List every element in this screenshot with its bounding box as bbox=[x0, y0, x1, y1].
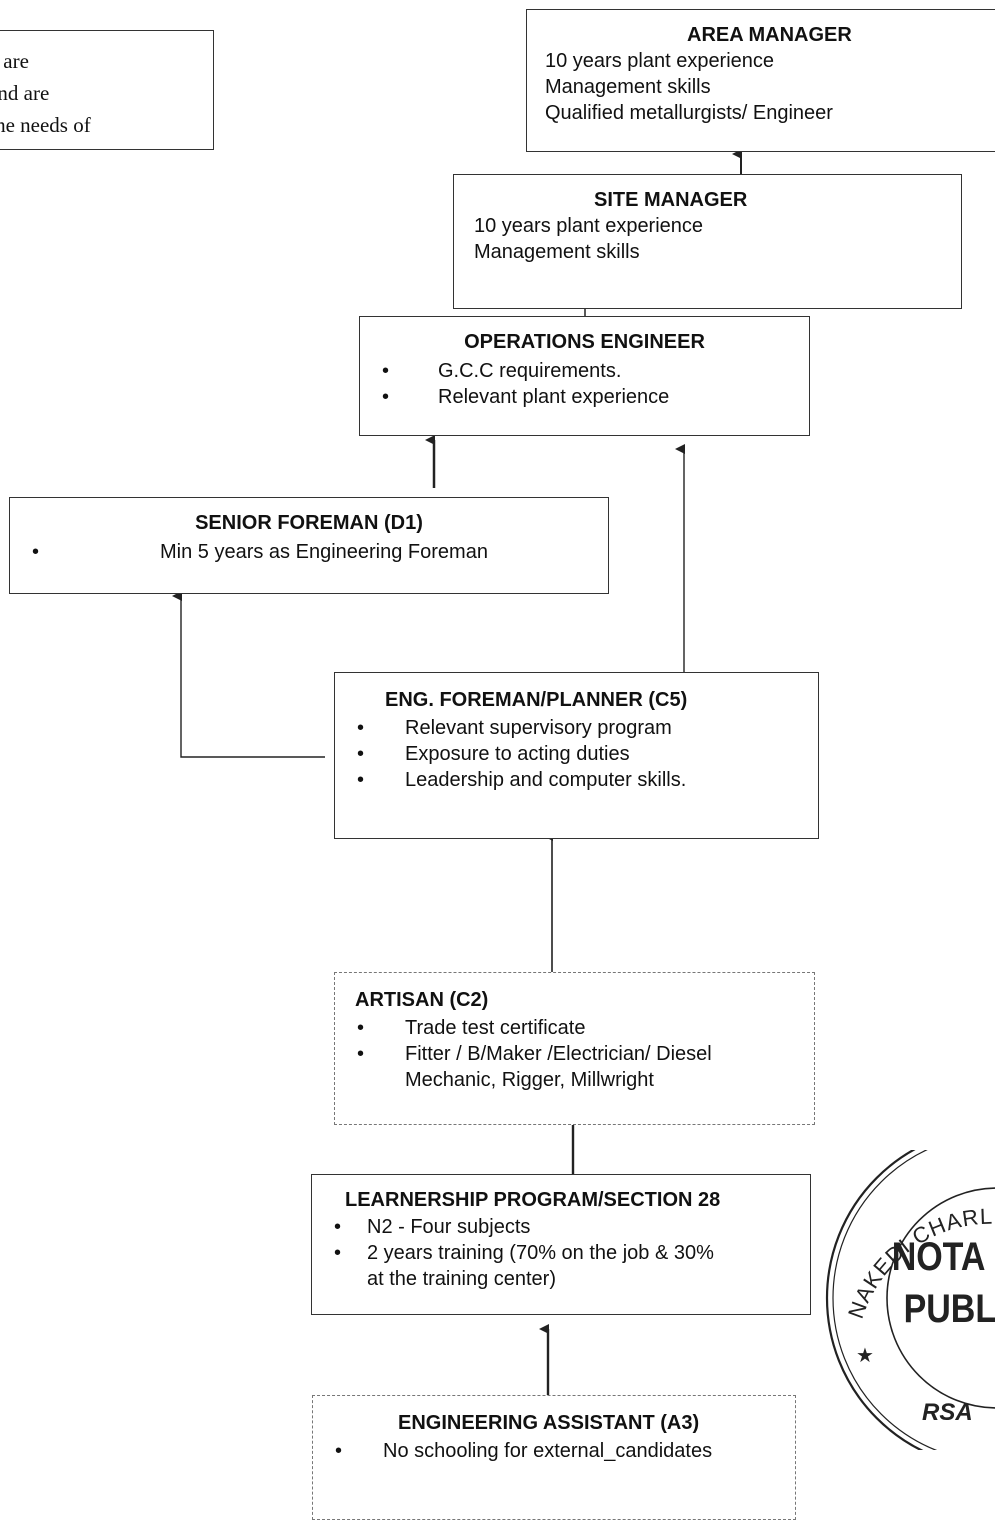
stamp-outer-ring-inner bbox=[832, 1150, 938, 1450]
learnership-bullet: 2 years training (70% on the job & 30% bbox=[312, 1240, 810, 1266]
engineering-assistant-title: ENGINEERING ASSISTANT (A3) bbox=[398, 1412, 700, 1434]
artisan-bullet: Fitter / B/Maker /Electrician/ Diesel bbox=[335, 1041, 814, 1067]
senior-foreman-bullet: Min 5 years as Engineering Foreman bbox=[10, 539, 608, 565]
stamp-center-line-2: PUBL bbox=[904, 1285, 995, 1330]
area-manager-box: AREA MANAGER 10 years plant experience M… bbox=[526, 9, 995, 152]
engineering-assistant-box: ENGINEERING ASSISTANT (A3) No schooling … bbox=[312, 1395, 796, 1520]
eng-foreman-planner-box: ENG. FOREMAN/PLANNER (C5) Relevant super… bbox=[334, 672, 819, 839]
stamp-center-line-1: NOTA bbox=[892, 1233, 986, 1278]
site-manager-box: SITE MANAGER 10 years plant experience M… bbox=[453, 174, 962, 309]
note-line-3: by the needs of bbox=[0, 113, 91, 137]
operations-engineer-title: OPERATIONS ENGINEER bbox=[464, 331, 705, 353]
site-manager-line: 10 years plant experience bbox=[474, 215, 704, 237]
note-line-2: en and are bbox=[0, 81, 50, 105]
site-manager-title: SITE MANAGER bbox=[594, 189, 748, 211]
artisan-box: ARTISAN (C2) Trade test certificate Fitt… bbox=[334, 972, 815, 1125]
area-manager-line: Management skills bbox=[545, 76, 711, 98]
eng-foreman-bullet: Relevant supervisory program bbox=[335, 715, 818, 741]
arrow-engforeman-to-senior bbox=[172, 591, 325, 758]
stamp-star-icon: ★ bbox=[856, 1343, 874, 1367]
learnership-bullet-continuation: at the training center) bbox=[367, 1268, 556, 1290]
operations-engineer-bullet: G.C.C requirements. bbox=[360, 358, 809, 384]
notary-stamp: NAKEDI CHARLE NOTA PUBL ★ RSA bbox=[825, 1150, 995, 1450]
senior-foreman-title: SENIOR FOREMAN (D1) bbox=[195, 512, 423, 534]
operations-engineer-bullet: Relevant plant experience bbox=[360, 384, 809, 410]
stamp-inner-ring bbox=[886, 1187, 995, 1409]
artisan-title: ARTISAN (C2) bbox=[355, 989, 489, 1011]
note-line-1: ions are bbox=[0, 49, 29, 73]
operations-engineer-box: OPERATIONS ENGINEER G.C.C requirements. … bbox=[359, 316, 810, 436]
area-manager-title: AREA MANAGER bbox=[687, 24, 852, 46]
area-manager-line: Qualified metallurgists/ Engineer bbox=[545, 102, 833, 124]
eng-foreman-bullet: Leadership and computer skills. bbox=[335, 767, 818, 793]
artisan-bullet-continuation: Mechanic, Rigger, Millwright bbox=[405, 1069, 654, 1091]
learnership-title: LEARNERSHIP PROGRAM/SECTION 28 bbox=[345, 1189, 721, 1211]
learnership-bullet: N2 - Four subjects bbox=[312, 1214, 810, 1240]
learnership-program-box: LEARNERSHIP PROGRAM/SECTION 28 N2 - Four… bbox=[311, 1174, 811, 1315]
eng-foreman-bullet: Exposure to acting duties bbox=[335, 741, 818, 767]
stamp-outer-ring bbox=[825, 1150, 924, 1450]
artisan-bullet: Trade test certificate bbox=[335, 1015, 814, 1041]
stamp-bottom-text: RSA bbox=[922, 1399, 973, 1426]
area-manager-line: 10 years plant experience bbox=[545, 50, 775, 72]
senior-foreman-box: SENIOR FOREMAN (D1) Min 5 years as Engin… bbox=[9, 497, 609, 594]
site-manager-line: Management skills bbox=[474, 241, 640, 263]
eng-foreman-planner-title: ENG. FOREMAN/PLANNER (C5) bbox=[385, 689, 688, 711]
cropped-note-box: ions are en and are by the needs of bbox=[0, 30, 214, 150]
engineering-assistant-bullet: No schooling for external_candidates bbox=[313, 1438, 795, 1464]
